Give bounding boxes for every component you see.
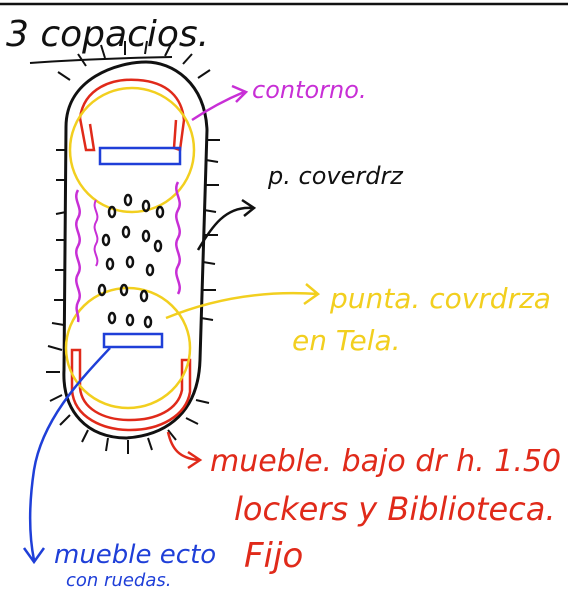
- label-mueble: mueble. bajo dr h. 1.50: [210, 444, 561, 479]
- label-punta: punta. covrdrza: [330, 282, 551, 315]
- red-contour-top: [80, 80, 184, 150]
- title: 3 copacios.: [6, 14, 209, 55]
- black-arrow: [198, 200, 254, 250]
- magenta-wave-left: [76, 190, 79, 322]
- blue-furniture-bottom: [104, 334, 162, 347]
- magenta-arrow: [192, 86, 246, 120]
- blue-furniture-top: [100, 148, 180, 164]
- yellow-arrow: [166, 284, 318, 318]
- label-contorno: contorno.: [252, 76, 367, 104]
- label-mueble-2: lockers y Biblioteca.: [234, 490, 556, 528]
- seating-marks: [99, 195, 163, 327]
- label-fijo: Fijo: [244, 536, 303, 576]
- label-movil-2: con ruedas.: [66, 570, 171, 591]
- label-movil: mueble ecto: [54, 540, 216, 570]
- magenta-wave-right: [176, 182, 179, 294]
- label-punta-2: en Tela.: [292, 324, 401, 357]
- label-pared: p. coverdrz: [268, 162, 403, 190]
- magenta-wave-inner: [95, 200, 98, 266]
- blue-arrow: [24, 348, 110, 562]
